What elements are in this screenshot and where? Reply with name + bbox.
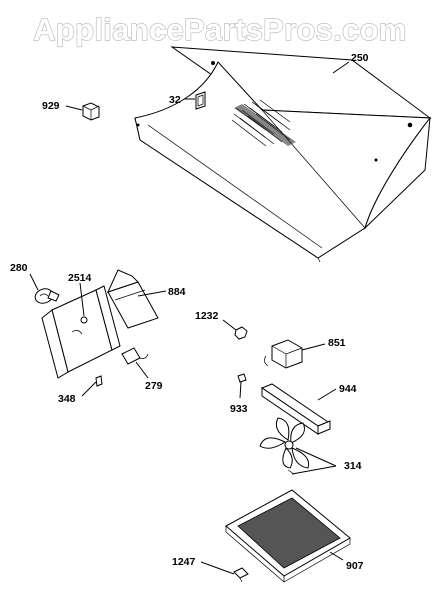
switch-929 (82, 102, 100, 121)
motor (264, 339, 303, 369)
label-1247: 1247 (172, 556, 196, 568)
part-1247 (233, 567, 249, 583)
lamp-socket (121, 347, 149, 365)
label-1232: 1232 (195, 310, 219, 322)
label-907: 907 (346, 560, 364, 572)
grease-filter (225, 489, 351, 583)
label-250: 250 (351, 52, 369, 64)
label-280: 280 (10, 262, 28, 274)
label-348: 348 (58, 393, 76, 405)
label-279: 279 (145, 380, 163, 392)
label-944: 944 (339, 383, 357, 395)
clip-1232 (234, 326, 248, 340)
leader-lines (29, 61, 350, 575)
watermark: AppliancePartsPros.com (33, 12, 407, 47)
fan-blade (259, 417, 310, 475)
label-314: 314 (344, 460, 362, 472)
label-2514: 2514 (68, 272, 92, 284)
clip-348 (95, 375, 103, 387)
switch-32 (195, 91, 206, 110)
label-32: 32 (169, 94, 181, 106)
label-933: 933 (230, 403, 248, 415)
label-884: 884 (168, 286, 186, 298)
part-labels: 250 929 32 280 2514 884 279 348 1232 851… (10, 52, 369, 572)
light-bulb (34, 288, 60, 304)
range-hood-body (134, 46, 432, 263)
lamp-housing (41, 285, 121, 379)
label-851: 851 (328, 337, 346, 349)
label-929: 929 (42, 100, 60, 112)
part-933 (237, 373, 247, 383)
motor-bracket (260, 383, 331, 435)
lamp-cover (107, 269, 159, 329)
